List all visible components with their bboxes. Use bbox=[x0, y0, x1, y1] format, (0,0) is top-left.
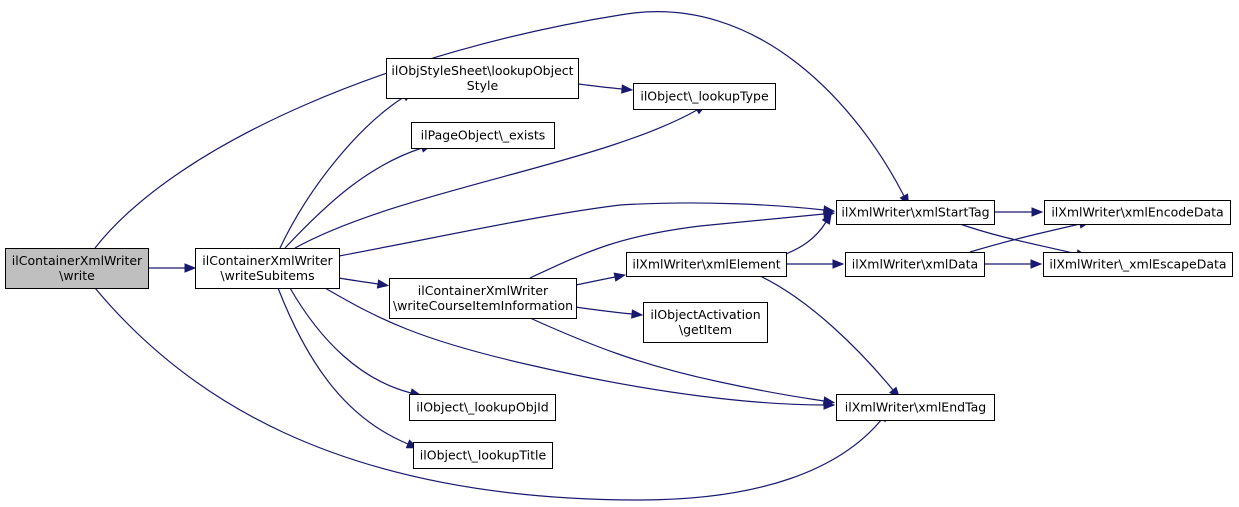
node-box bbox=[643, 302, 768, 343]
edge-line bbox=[785, 221, 827, 255]
node-lookupTitle[interactable]: ilObject\_lookupTitle bbox=[413, 442, 553, 469]
edge-xmlElement-to-xmlStartTag bbox=[785, 212, 832, 255]
edge-line bbox=[969, 223, 1081, 253]
node-label: ilXmlWriter\xmlData bbox=[852, 257, 978, 272]
node-label: ilXmlWriter\xmlStartTag bbox=[841, 205, 989, 220]
edge-line bbox=[338, 202, 825, 257]
node-xmlEncodeData[interactable]: ilXmlWriter\xmlEncodeData bbox=[1044, 200, 1231, 225]
node-write[interactable]: ilContainerXmlWriter\write bbox=[5, 248, 149, 289]
arrowhead-icon bbox=[832, 259, 845, 269]
node-label: ilPageObject\_exists bbox=[421, 128, 546, 143]
node-xmlStartTag[interactable]: ilXmlWriter\xmlStartTag bbox=[836, 200, 995, 225]
node-box bbox=[1044, 200, 1231, 225]
edge-line bbox=[324, 287, 825, 406]
edge-writeSubitems-to-pageExists bbox=[284, 143, 433, 249]
node-label: ilObject\_lookupObjId bbox=[416, 400, 548, 415]
node-label: ilObject\_lookupType bbox=[640, 89, 769, 104]
edge-xmlStartTag-to-xmlEncodeData bbox=[994, 207, 1044, 217]
node-box bbox=[836, 200, 995, 225]
node-label: \write bbox=[59, 268, 95, 283]
edge-line bbox=[289, 287, 412, 394]
node-box bbox=[845, 252, 985, 277]
edge-writeSubitems-to-writeCourseItemInformation bbox=[338, 277, 390, 289]
edge-line bbox=[94, 287, 883, 501]
node-box bbox=[386, 58, 579, 99]
edge-lookupObjectStyle-to-lookupType bbox=[577, 83, 634, 94]
edge-line bbox=[575, 276, 616, 286]
node-box bbox=[409, 394, 556, 421]
edge-writeSubitems-to-xmlStartTag bbox=[338, 202, 836, 257]
edge-line bbox=[529, 317, 825, 402]
node-label: ilObjectActivation bbox=[650, 307, 760, 322]
node-writeSubitems[interactable]: ilContainerXmlWriter\writeSubitems bbox=[195, 248, 340, 289]
node-xmlData[interactable]: ilXmlWriter\xmlData bbox=[845, 252, 985, 277]
node-label: ilContainerXmlWriter bbox=[202, 253, 333, 268]
node-label: \writeSubitems bbox=[220, 268, 314, 283]
node-label: ilObjStyleSheet\lookupObject bbox=[391, 63, 573, 78]
node-xmlElement[interactable]: ilXmlWriter\xmlElement bbox=[626, 252, 787, 277]
arrowhead-icon bbox=[621, 84, 634, 94]
node-label: \writeCourseItemInformation bbox=[393, 298, 573, 313]
edge-xmlElement-to-xmlData bbox=[786, 259, 845, 269]
edge-line bbox=[279, 96, 405, 249]
edge-xmlElement-to-xmlEndTag bbox=[759, 275, 901, 399]
edge-line bbox=[338, 277, 379, 285]
edge-writeCourseItemInformation-to-getItem bbox=[575, 306, 644, 319]
node-label: ilXmlWriter\xmlEndTag bbox=[845, 400, 986, 415]
node-label: ilContainerXmlWriter bbox=[418, 283, 549, 298]
node-box bbox=[389, 278, 577, 319]
node-box bbox=[413, 442, 553, 469]
arrowhead-icon bbox=[1030, 259, 1043, 269]
edge-line bbox=[94, 11, 905, 249]
node-label: ilObject\_lookupTitle bbox=[420, 448, 547, 463]
edge-line bbox=[575, 306, 633, 315]
edge-line bbox=[577, 83, 623, 90]
node-getItem[interactable]: ilObjectActivation\getItem bbox=[643, 302, 768, 343]
node-xmlEndTag[interactable]: ilXmlWriter\xmlEndTag bbox=[836, 394, 995, 421]
node-label: Style bbox=[467, 78, 499, 93]
node-writeCourseItemInformation[interactable]: ilContainerXmlWriter\writeCourseItemInfo… bbox=[389, 278, 577, 319]
node-label: ilXmlWriter\_xmlEscapeData bbox=[1049, 257, 1226, 272]
node-label: ilXmlWriter\xmlEncodeData bbox=[1051, 205, 1223, 220]
edge-xmlData-to-xmlEscapeData bbox=[984, 259, 1043, 269]
node-box bbox=[1043, 252, 1233, 277]
edge-write-to-writeSubitems bbox=[148, 263, 197, 273]
node-label: \getItem bbox=[679, 322, 732, 337]
node-box bbox=[411, 122, 555, 149]
node-box bbox=[195, 248, 340, 289]
arrowhead-icon bbox=[822, 396, 836, 406]
edge-line bbox=[277, 287, 409, 445]
node-box bbox=[836, 394, 995, 421]
node-layer: ilContainerXmlWriter\writeilContainerXml… bbox=[5, 58, 1233, 469]
node-label: ilContainerXmlWriter bbox=[12, 253, 143, 268]
edge-line bbox=[959, 223, 1078, 255]
edge-line bbox=[759, 275, 894, 391]
edge-line bbox=[529, 213, 825, 279]
node-box bbox=[5, 248, 149, 289]
arrowhead-icon bbox=[376, 279, 390, 289]
node-box bbox=[633, 83, 776, 110]
node-lookupObjId[interactable]: ilObject\_lookupObjId bbox=[409, 394, 556, 421]
arrowhead-icon bbox=[184, 263, 197, 273]
arrowhead-icon bbox=[631, 309, 644, 319]
node-lookupType[interactable]: ilObject\_lookupType bbox=[633, 83, 776, 110]
edge-writeCourseItemInformation-to-xmlElement bbox=[575, 272, 627, 286]
node-label: ilXmlWriter\xmlElement bbox=[632, 257, 780, 272]
node-box bbox=[626, 252, 787, 277]
edge-line bbox=[294, 109, 698, 249]
node-xmlEscapeData[interactable]: ilXmlWriter\_xmlEscapeData bbox=[1043, 252, 1233, 277]
arrowhead-icon bbox=[613, 272, 627, 282]
edge-line bbox=[284, 147, 423, 249]
edge-writeCourseItemInformation-to-xmlEndTag bbox=[529, 317, 836, 406]
arrowhead-icon bbox=[1031, 207, 1044, 217]
node-pageExists[interactable]: ilPageObject\_exists bbox=[411, 122, 555, 149]
arrowhead-icon bbox=[821, 212, 832, 225]
